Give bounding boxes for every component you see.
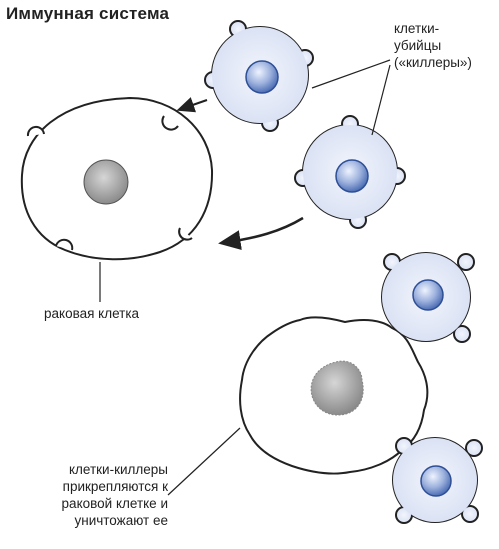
cancer-nucleus-fragmented [310, 360, 364, 416]
killer-cells-label: клетки- убийцы («киллеры») [394, 21, 472, 70]
cancer-nucleus [83, 159, 129, 205]
killer-cell-top [204, 20, 314, 132]
cancer-cell [20, 96, 214, 261]
killer-cell-bottom-top [381, 252, 475, 343]
cancer-cell-label: раковая клетка [44, 306, 140, 321]
killer-nucleus [420, 465, 452, 497]
attach-label: клетки-киллеры прикрепляются к раковой к… [61, 462, 168, 528]
killer-nucleus [335, 159, 369, 193]
arrow-middle [218, 216, 304, 251]
arrow-top [176, 97, 208, 113]
page-title: Иммунная система [6, 4, 170, 23]
killer-cell-middle [294, 115, 406, 229]
cancer-cell-attacked [239, 316, 429, 475]
pointer-lines [99, 59, 391, 496]
killer-nucleus [245, 60, 279, 94]
killer-cell-bottom [392, 437, 483, 524]
killer-nucleus [412, 279, 444, 311]
arrows [176, 97, 304, 251]
